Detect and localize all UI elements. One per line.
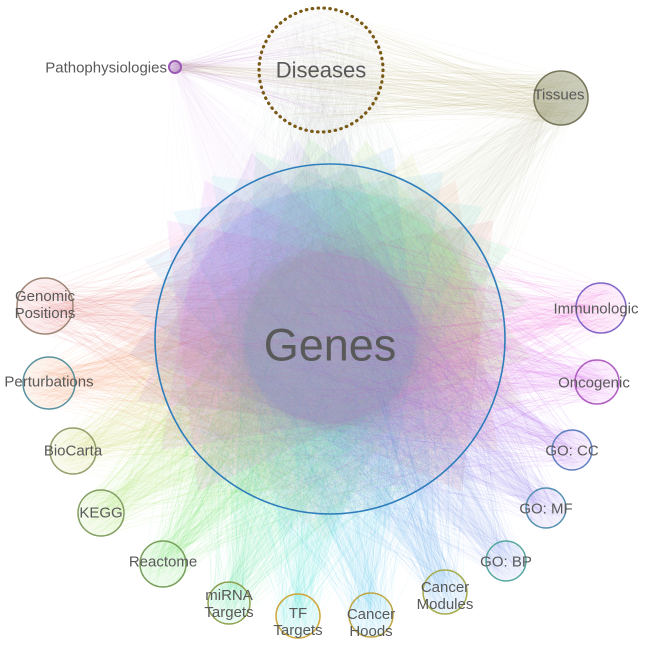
node-diseases[interactable] xyxy=(257,6,385,134)
node-label-perturbations: Perturbations xyxy=(4,374,93,391)
node-biocarta[interactable] xyxy=(49,427,97,475)
edge-wash xyxy=(128,98,561,541)
edge-wash xyxy=(166,220,601,492)
edge-mirna_targets-genes xyxy=(169,151,511,624)
node-genes[interactable] xyxy=(154,163,506,515)
node-go_bp[interactable] xyxy=(485,540,527,582)
node-label-line: Diseases xyxy=(276,58,366,83)
node-label-line: Cancer xyxy=(347,606,395,623)
node-label-line: Pathophysiologies xyxy=(45,60,167,77)
node-cancer_hoods[interactable] xyxy=(348,592,394,638)
node-label-line: GO: MF xyxy=(519,501,572,518)
node-label-line: Cancer xyxy=(421,579,469,596)
edge-wash xyxy=(173,171,444,616)
node-label-line: Oncogenic xyxy=(558,375,630,392)
edge-wash xyxy=(128,139,546,508)
edge-wash xyxy=(130,137,506,561)
node-label-diseases: Diseases xyxy=(276,58,366,83)
node-label-line: Positions xyxy=(15,305,76,322)
node-label-biocarta: BioCarta xyxy=(44,443,103,460)
node-label-line: Perturbations xyxy=(4,374,93,391)
node-label-line: Genes xyxy=(264,320,397,371)
edge-pathophysiologies-genes xyxy=(155,61,483,506)
node-mirna_targets[interactable] xyxy=(207,581,251,625)
edge-tissues-genes xyxy=(128,72,586,541)
node-label-line: Targets xyxy=(273,622,322,639)
edge-wash xyxy=(229,151,511,603)
node-label-immunologic: Immunologic xyxy=(553,301,639,318)
node-oncogenic[interactable] xyxy=(574,359,620,405)
edge-diseases-genes xyxy=(134,8,531,532)
edge-go_bp-genes xyxy=(130,137,524,579)
edge-cancer_modules-genes xyxy=(144,147,485,614)
node-label-go_mf: GO: MF xyxy=(519,501,572,518)
node-label-tissues: Tissues xyxy=(533,87,584,104)
node-label-kegg: KEGG xyxy=(79,505,122,522)
node-immunologic[interactable] xyxy=(575,282,627,334)
node-reactome[interactable] xyxy=(139,540,187,588)
node-label-go_cc: GO: CC xyxy=(545,443,599,460)
node-tf_targets[interactable] xyxy=(275,593,321,639)
edge-pathophysiologies-tissues xyxy=(169,60,587,124)
node-cancer_modules[interactable] xyxy=(422,569,468,615)
node-label-go_bp: GO: BP xyxy=(480,554,532,571)
node-label-line: Genomic xyxy=(15,288,76,305)
node-label-genes: Genes xyxy=(264,320,397,371)
node-label-line: GO: CC xyxy=(545,443,599,460)
edge-go_mf-genes xyxy=(128,139,567,527)
node-label-line: Modules xyxy=(417,596,474,613)
edge-wash xyxy=(161,180,597,451)
node-go_cc[interactable] xyxy=(551,429,593,471)
edge-diseases-tissues xyxy=(260,9,588,132)
node-label-line: Targets xyxy=(204,604,253,621)
node-perturbations[interactable] xyxy=(22,356,76,410)
node-label-line: TF xyxy=(289,605,307,622)
edge-wash xyxy=(73,154,521,452)
edge-kegg-genes xyxy=(79,140,532,536)
edge-genomic_positions-genes xyxy=(18,176,494,515)
edge-wash xyxy=(137,152,573,451)
edge-biocarta-genes xyxy=(50,154,521,509)
edge-go_cc-genes xyxy=(137,152,591,504)
node-label-line: miRNA xyxy=(205,587,253,604)
node-genomic_positions[interactable] xyxy=(16,277,74,335)
node-label-line: GO: BP xyxy=(480,554,532,571)
node-tissues[interactable] xyxy=(533,70,589,126)
edge-wash xyxy=(101,140,532,513)
node-label-line: Reactome xyxy=(129,554,197,571)
edge-cancer_hoods-genes xyxy=(158,167,494,636)
node-label-line: Immunologic xyxy=(553,301,639,318)
edge-immunologic-genes xyxy=(156,170,625,505)
node-label-line: Tissues xyxy=(533,87,584,104)
node-label-line: Hoods xyxy=(349,623,392,640)
edge-wash xyxy=(144,147,445,592)
node-label-oncogenic: Oncogenic xyxy=(558,375,630,392)
node-label-line: KEGG xyxy=(79,505,122,522)
node-label-reactome: Reactome xyxy=(129,554,197,571)
edge-wash xyxy=(163,138,529,564)
node-kegg[interactable] xyxy=(77,489,125,537)
edge-wash xyxy=(45,220,494,492)
edge-reactome-genes xyxy=(140,138,529,587)
node-label-pathophysiologies: Pathophysiologies xyxy=(45,60,167,77)
node-label-line: BioCarta xyxy=(44,443,103,460)
node-go_mf[interactable] xyxy=(525,487,567,529)
node-pathophysiologies[interactable] xyxy=(168,60,182,74)
